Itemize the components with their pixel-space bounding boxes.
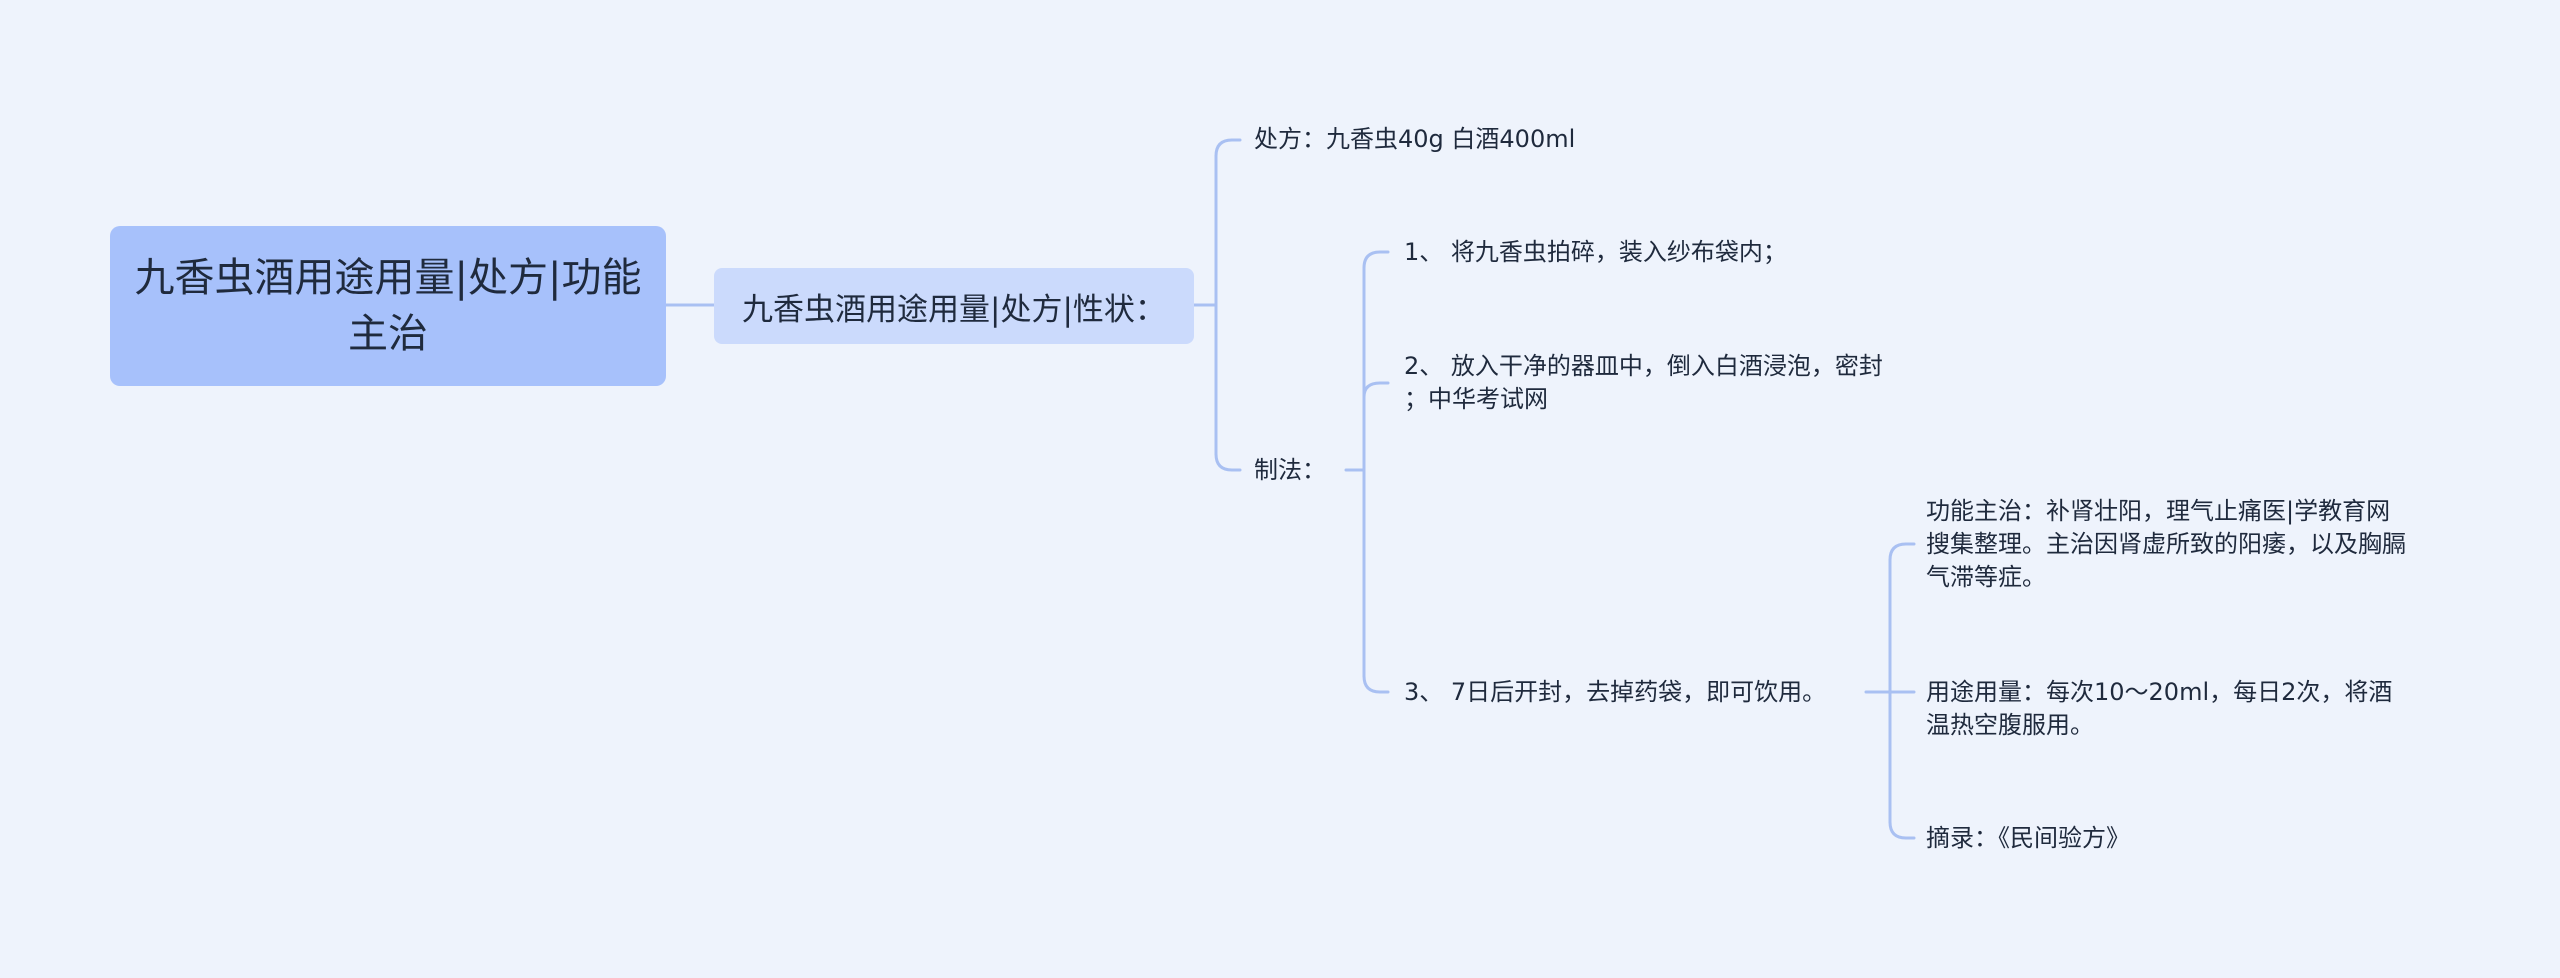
- function-line1: 功能主治：补肾壮阳，理气止痛医|学教育网: [1926, 497, 2391, 525]
- method-label: 制法：: [1254, 456, 1326, 484]
- step1-node[interactable]: 1、 将九香虫拍碎，装入纱布袋内；: [1404, 236, 1787, 269]
- step2-node[interactable]: 2、 放入干净的器皿中，倒入白酒浸泡，密封 ；中华考试网: [1404, 350, 1883, 416]
- connector-to-method: [1214, 452, 1242, 472]
- prescription-label: 处方：九香虫40g 白酒400ml: [1254, 125, 1576, 153]
- main-topic-label: 九香虫酒用途用量|处方|性状：: [742, 291, 1166, 328]
- root-topic[interactable]: 九香虫酒用途用量|处方|功能主治: [110, 226, 666, 386]
- usage-node[interactable]: 用途用量：每次10～20ml，每日2次，将酒 温热空腹服用。: [1926, 676, 2392, 742]
- function-line2: 搜集整理。主治因肾虚所致的阳痿，以及胸膈: [1926, 530, 2406, 558]
- usage-line2: 温热空腹服用。: [1926, 711, 2094, 739]
- connector-to-function: [1888, 542, 1916, 562]
- method-node[interactable]: 制法：: [1254, 454, 1326, 487]
- connector-to-prescription: [1214, 138, 1242, 158]
- usage-line1: 用途用量：每次10～20ml，每日2次，将酒: [1926, 678, 2393, 706]
- root-topic-label: 九香虫酒用途用量|处方|功能主治: [134, 255, 642, 357]
- step1-label: 1、 将九香虫拍碎，装入纱布袋内；: [1404, 238, 1787, 266]
- step3-label: 3、 7日后开封，去掉药袋，即可饮用。: [1404, 678, 1827, 706]
- source-label: 摘录：《民间验方》: [1926, 824, 2130, 852]
- connector-to-source: [1888, 820, 1916, 840]
- source-node[interactable]: 摘录：《民间验方》: [1926, 822, 2130, 855]
- function-node[interactable]: 功能主治：补肾壮阳，理气止痛医|学教育网 搜集整理。主治因肾虚所致的阳痿，以及胸…: [1926, 495, 2406, 594]
- connector-to-step3: [1362, 674, 1390, 694]
- connector-to-step2: [1362, 381, 1390, 399]
- main-topic[interactable]: 九香虫酒用途用量|处方|性状：: [714, 268, 1194, 344]
- connector-to-step1: [1362, 250, 1390, 270]
- step2-line2: ；中华考试网: [1404, 385, 1548, 413]
- step3-node[interactable]: 3、 7日后开封，去掉药袋，即可饮用。: [1404, 676, 1826, 709]
- prescription-node[interactable]: 处方：九香虫40g 白酒400ml: [1254, 123, 1575, 156]
- function-line3: 气滞等症。: [1926, 563, 2046, 591]
- step2-line1: 2、 放入干净的器皿中，倒入白酒浸泡，密封: [1404, 352, 1883, 380]
